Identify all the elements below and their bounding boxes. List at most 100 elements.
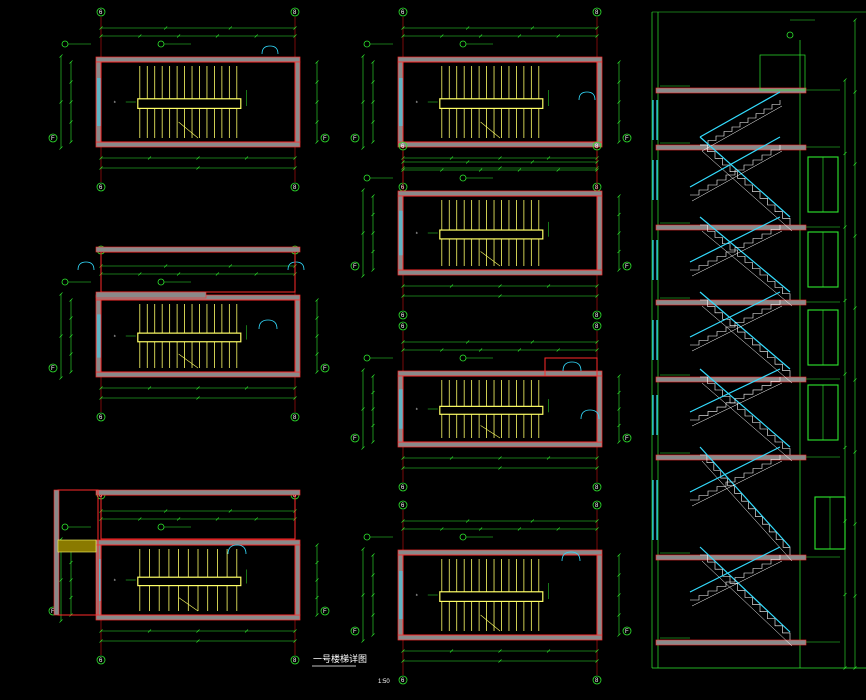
door-swing	[227, 544, 238, 555]
dimension-tick	[315, 595, 319, 600]
dimension-tick	[293, 629, 297, 633]
dimension-tick	[315, 140, 319, 144]
dimension-tick	[371, 212, 375, 217]
dimension-tick	[401, 527, 405, 531]
stair-flight	[699, 446, 793, 562]
dimension-tick	[147, 629, 152, 633]
stair-soffit	[701, 305, 793, 384]
door	[261, 45, 279, 55]
stair-railing	[699, 368, 791, 448]
dimension-tick	[440, 527, 444, 531]
dimension-tick	[853, 378, 857, 382]
stair-soffit	[691, 382, 783, 427]
dimension-tick	[617, 553, 621, 557]
axis-bubble-side	[622, 433, 632, 443]
dimension-tick	[371, 440, 375, 444]
door-swing	[562, 361, 573, 372]
dimension-tick	[449, 156, 454, 160]
dimension-tick	[315, 613, 319, 617]
axis-label-side: F	[625, 436, 629, 442]
stair-direction-line	[178, 597, 199, 612]
dimension-tick	[361, 446, 365, 450]
dimension-tick	[315, 80, 319, 84]
axis-bubble-left	[398, 321, 408, 331]
wall-top	[397, 56, 603, 63]
dimension-tick	[465, 340, 470, 344]
stair-handrail	[439, 98, 544, 110]
dimension-tick	[244, 156, 249, 160]
stair-railing	[689, 216, 781, 263]
dimension-tick	[371, 231, 375, 235]
wall-top	[397, 190, 603, 197]
axis-bubble-right	[592, 675, 602, 685]
stair-steps	[700, 554, 791, 640]
dimension-tick	[361, 407, 365, 411]
wall-top	[397, 549, 603, 556]
dimension-tick	[371, 407, 375, 411]
dimension-tick	[293, 34, 297, 38]
dimension-tick	[371, 593, 375, 597]
axis-bubble-left	[398, 500, 408, 510]
stair-soffit	[691, 230, 783, 277]
dimension-tick	[478, 168, 483, 172]
dimension-tick	[254, 34, 258, 38]
dimension-tick	[361, 146, 365, 150]
stair-soffit	[691, 460, 783, 507]
dimension-tick	[215, 517, 220, 521]
dimension-tick	[449, 649, 454, 653]
stair-railing	[689, 546, 781, 593]
roof-structure	[759, 54, 806, 91]
dimension-tick	[176, 517, 181, 521]
wall-side	[53, 489, 60, 616]
dimension-tick	[99, 629, 103, 633]
dimension-tick	[449, 456, 454, 460]
detail-bubble	[61, 40, 69, 48]
dimension-tick	[843, 592, 847, 597]
stair-direction-line	[480, 614, 501, 632]
stair-handrail	[439, 229, 544, 240]
elevation-mark: ±	[114, 333, 117, 338]
dimension-tick	[361, 593, 365, 597]
axis-bubble-right	[592, 500, 602, 510]
axis-label-side: F	[353, 436, 357, 442]
dimension-tick	[371, 100, 375, 104]
axis-label-left: 6	[401, 503, 405, 509]
dimension-tick	[517, 527, 522, 531]
floor-slab	[655, 554, 807, 561]
wall-right	[294, 61, 301, 143]
axis-label-right: 8	[293, 10, 297, 16]
dimension-tick	[69, 578, 73, 582]
dimension-tick	[401, 456, 405, 460]
wall-bottom	[397, 441, 603, 448]
floor-slab	[655, 299, 807, 306]
axis-label-side: F	[353, 264, 357, 270]
dimension-tick	[244, 386, 249, 390]
stair-soffit	[701, 230, 793, 307]
floor-slab	[655, 144, 807, 151]
upper-room-outline	[100, 494, 296, 540]
stair-steps	[690, 225, 781, 271]
stair-steps	[690, 377, 781, 421]
dimension-tick	[595, 659, 599, 663]
dimension-tick	[196, 396, 200, 400]
stair-flight	[699, 368, 793, 462]
dimension-tick	[163, 509, 168, 513]
door-swing	[570, 551, 581, 562]
dimension-tick	[315, 352, 319, 356]
axis-bubble-left	[398, 482, 408, 492]
dimension-tick	[315, 120, 319, 124]
stair-flight	[699, 91, 783, 152]
axis-bubble-right	[290, 655, 300, 665]
elevation-mark: ±	[416, 230, 419, 235]
dimension-tick	[595, 340, 599, 344]
dimension-tick	[478, 34, 483, 38]
dimension-tick	[617, 440, 621, 444]
axis-label-right: 8	[595, 678, 599, 684]
axis-label-right: 8	[293, 185, 297, 191]
room-outline	[402, 375, 598, 443]
dimension-tick	[361, 100, 365, 104]
detail-bubble	[363, 40, 371, 48]
door-swing	[580, 409, 591, 420]
